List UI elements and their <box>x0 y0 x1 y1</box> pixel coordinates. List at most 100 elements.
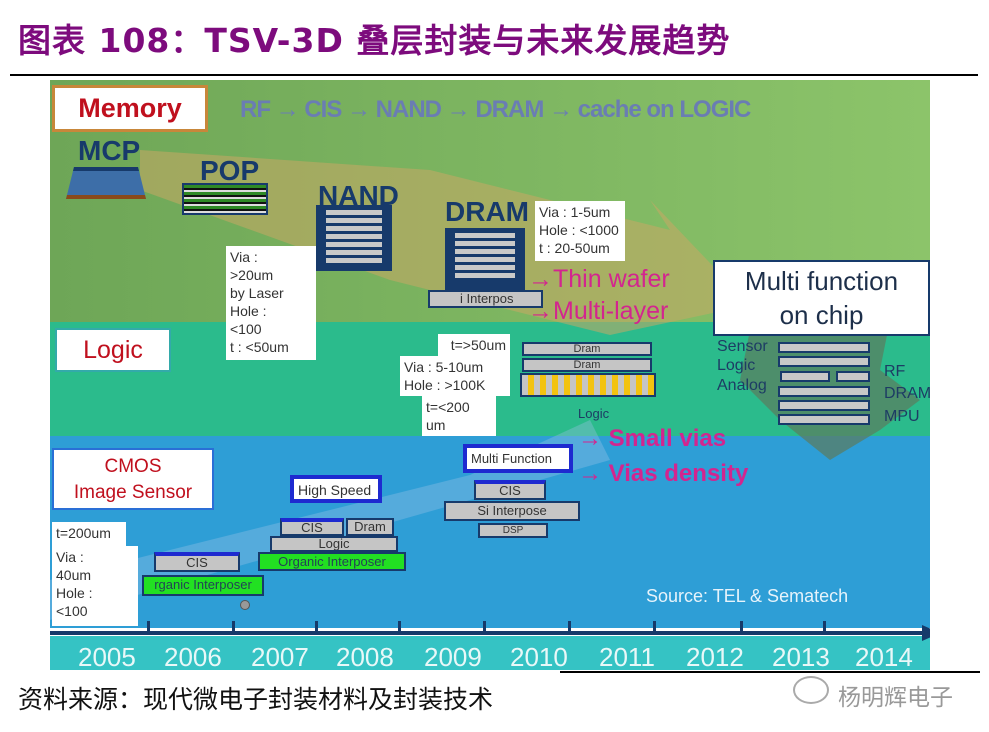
year-label: 2005 <box>78 642 136 670</box>
si-interposer-2010: Si Interpose <box>444 501 580 521</box>
chip-layer-rf: RF <box>884 363 906 380</box>
axis-tick <box>740 621 743 633</box>
year-label: 2013 <box>772 642 830 670</box>
figure-source: Source: TEL & Sematech <box>646 586 849 606</box>
spec-line: Via : <box>230 249 258 265</box>
divider <box>560 671 980 673</box>
small-vias-label: → Small vias <box>578 425 727 452</box>
multi-function-on-chip-box: Multi function on chip <box>713 260 930 336</box>
spec-line: Via : 5-10um <box>404 359 484 375</box>
wechat-icon <box>793 676 829 704</box>
chip-layer-bar <box>780 371 830 382</box>
spec-line: Via : <box>56 549 84 565</box>
via-spec-memory-laser: Via : >20um by Laser Hole : <100 t : <50… <box>226 246 316 360</box>
spec-line: >20um <box>230 267 274 283</box>
spec-line: Hole : >100K <box>404 377 486 393</box>
chip-layer-bar <box>778 342 870 353</box>
dram-label: DRAM <box>445 196 529 227</box>
multi-chip-title: on chip <box>779 300 864 330</box>
vias-density-label: → Vias density <box>578 460 749 487</box>
spec-line: Hole : <box>230 303 267 319</box>
spec-line: by Laser <box>230 285 284 301</box>
dram-die-2007: Dram <box>346 518 394 536</box>
cis-die-2010: CIS <box>474 480 546 500</box>
axis-tick <box>147 621 150 633</box>
chip-layer-bar <box>778 414 870 425</box>
axis-tick <box>315 621 318 633</box>
year-label: 2008 <box>336 642 394 670</box>
chip-layer-bar <box>778 386 870 397</box>
spec-line: Hole : <box>56 585 93 601</box>
divider <box>10 74 978 76</box>
chip-layer-sensor: Sensor <box>717 338 768 355</box>
year-label: 2012 <box>686 642 744 670</box>
year-label: 2010 <box>510 642 568 670</box>
spec-line: <100 <box>56 603 88 619</box>
logic-dram-die: Dram <box>522 358 652 372</box>
memory-label: Memory <box>78 93 182 123</box>
spec-line: 40um <box>56 567 92 583</box>
year-label: 2007 <box>251 642 309 670</box>
roadmap-text: RF → CIS → NAND → DRAM → cache on LOGIC <box>240 96 751 123</box>
via-spec-memory-dram: Via : 1-5um Hole : <1000 t : 20-50um <box>535 201 625 261</box>
chip-layer-dram: DRAM <box>884 385 930 402</box>
dram-stack-icon <box>445 228 525 290</box>
logic-spec-thickness-max: t=<200 um <box>422 396 496 436</box>
year-label: 2006 <box>164 642 222 670</box>
multi-chip-title: Multi function <box>744 266 899 296</box>
high-speed-box: High Speed <box>290 475 382 503</box>
spec-line: t : 20-50um <box>539 240 610 256</box>
pop-label: POP <box>200 155 260 186</box>
organic-interposer-2006: rganic Interposer <box>142 575 264 596</box>
spec-line: Hole : <1000 <box>539 222 619 238</box>
logic-spec-via: Via : 5-10um Hole : >100K <box>400 356 510 396</box>
logic-spec-thickness: t=>50um <box>438 334 510 356</box>
dsp-die-2010: DSP <box>478 523 548 538</box>
spec-line: t=<200 <box>426 399 470 415</box>
cis-die-2007: CIS <box>280 518 344 536</box>
spec-line: um <box>426 417 446 433</box>
logic-die-tsv <box>520 373 656 397</box>
axis-tick <box>483 621 486 633</box>
cmos-label-box: CMOS Image Sensor <box>52 448 214 510</box>
year-label: 2014 <box>855 642 913 670</box>
chip-layer-logic: Logic <box>717 357 756 374</box>
cis-die-2006: CIS <box>154 552 240 572</box>
year-label: 2011 <box>599 642 655 670</box>
tsv-roadmap-figure: Memory RF → CIS → NAND → DRAM → cache on… <box>50 80 930 670</box>
cmos-spec-via: Via : 40um Hole : <100 <box>52 546 138 626</box>
logic-dram-die: Dram <box>522 342 652 356</box>
chip-layer-bar <box>778 400 870 411</box>
axis-tick <box>653 621 656 633</box>
chip-layer-mpu: MPU <box>884 408 920 425</box>
cmos-label: CMOS <box>104 456 162 477</box>
mcp-label: MCP <box>78 135 141 166</box>
chip-layer-bar <box>778 356 870 367</box>
logic-die-label: Logic <box>578 406 610 421</box>
spec-line: t : <50um <box>230 339 289 355</box>
solder-ball <box>240 600 250 610</box>
mcp-package-icon <box>66 167 146 199</box>
thin-wafer-label: →Thin wafer <box>528 265 670 293</box>
year-label: 2009 <box>424 642 482 670</box>
chip-layer-bar <box>836 371 870 382</box>
si-interposer: i Interpos <box>428 290 543 308</box>
cmos-spec-thickness: t=200um <box>52 522 126 546</box>
chip-layer-analog: Analog <box>717 377 767 394</box>
axis-tick <box>232 621 235 633</box>
year-strip <box>50 636 930 670</box>
pop-package-icon <box>182 183 268 215</box>
multi-layer-label: →Multi-layer <box>528 297 669 325</box>
logic-die-2007: Logic <box>270 536 398 552</box>
spec-line: Via : 1-5um <box>539 204 611 220</box>
axis-tick <box>398 621 401 633</box>
watermark: 杨明辉电子 <box>838 684 953 710</box>
memory-label-box: Memory <box>52 85 208 132</box>
spec-line: <100 <box>230 321 262 337</box>
cmos-label: Image Sensor <box>73 482 193 503</box>
nand-stack-icon <box>316 205 392 271</box>
axis-tick <box>568 621 571 633</box>
logic-label-box: Logic <box>55 328 171 372</box>
multi-function-box: Multi Function <box>463 444 573 473</box>
axis-tick <box>823 621 826 633</box>
